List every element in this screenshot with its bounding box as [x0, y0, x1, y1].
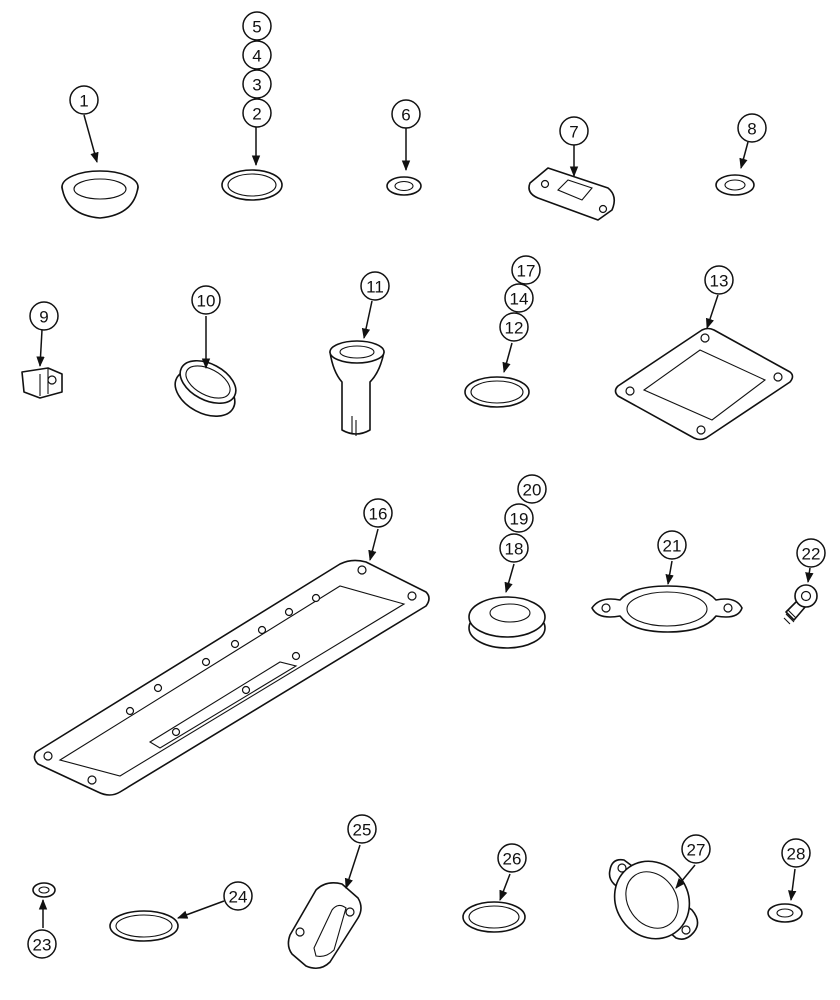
- callout-2: 2: [242, 98, 272, 128]
- callout-27: 27: [681, 834, 711, 864]
- part-23-small-washer: [32, 882, 56, 898]
- svg-text:19: 19: [510, 510, 529, 529]
- svg-text:18: 18: [505, 540, 524, 559]
- callout-3: 3: [242, 69, 272, 99]
- part-16-long-gasket: [33, 559, 430, 796]
- part-6-washer: [386, 176, 422, 196]
- svg-text:6: 6: [401, 106, 410, 125]
- svg-text:12: 12: [505, 319, 524, 338]
- part-26-ring: [462, 901, 526, 933]
- svg-text:11: 11: [366, 278, 384, 297]
- callout-20: 20: [517, 474, 547, 504]
- part-13-square-gasket: [614, 327, 794, 441]
- callout-22: 22: [796, 538, 826, 568]
- svg-text:16: 16: [369, 505, 388, 524]
- svg-text:26: 26: [503, 850, 522, 869]
- callout-6: 6: [391, 99, 421, 129]
- svg-text:8: 8: [747, 120, 756, 139]
- part-12-ring: [464, 376, 530, 408]
- svg-text:10: 10: [197, 292, 216, 311]
- svg-text:23: 23: [33, 936, 52, 955]
- svg-text:28: 28: [787, 845, 806, 864]
- leader-lines: [36, 114, 814, 928]
- part-10-sleeve: [174, 359, 237, 417]
- part-22-banjo-fitting: [783, 584, 818, 625]
- callout-26: 26: [497, 843, 527, 873]
- callout-19: 19: [504, 503, 534, 533]
- callout-7: 7: [559, 116, 589, 146]
- callout-5: 5: [242, 11, 272, 41]
- callout-24: 24: [223, 881, 253, 911]
- callout-25: 25: [347, 814, 377, 844]
- part-8-washer: [715, 174, 755, 196]
- part-1-cup-seal: [61, 170, 139, 219]
- svg-text:7: 7: [569, 123, 578, 142]
- svg-text:5: 5: [252, 18, 261, 37]
- part-24-ring: [109, 910, 179, 942]
- svg-text:1: 1: [79, 92, 88, 111]
- callout-8: 8: [737, 113, 767, 143]
- svg-text:4: 4: [252, 47, 261, 66]
- part-27-round-gasket: [608, 858, 699, 940]
- svg-text:9: 9: [39, 308, 48, 327]
- callout-28: 28: [781, 838, 811, 868]
- svg-text:22: 22: [802, 545, 821, 564]
- part-25-mounting-gasket: [287, 882, 362, 970]
- callout-11: 11: [360, 271, 390, 301]
- svg-text:27: 27: [687, 841, 706, 860]
- callout-1: 1: [69, 85, 99, 115]
- svg-text:25: 25: [353, 821, 372, 840]
- callout-21: 21: [657, 530, 687, 560]
- svg-text:20: 20: [523, 481, 542, 500]
- callout-9: 9: [29, 301, 59, 331]
- svg-text:14: 14: [510, 290, 529, 309]
- svg-text:13: 13: [710, 272, 729, 291]
- callout-16: 16: [363, 498, 393, 528]
- callout-4: 4: [242, 40, 272, 70]
- svg-text:3: 3: [252, 76, 261, 95]
- svg-text:24: 24: [229, 888, 248, 907]
- part-9-clip: [21, 367, 63, 399]
- part-28-washer: [767, 903, 803, 923]
- part-2-ring: [221, 169, 283, 201]
- svg-text:17: 17: [517, 262, 536, 281]
- part-18-thick-washer: [468, 596, 546, 649]
- callout-14: 14: [504, 283, 534, 313]
- callout-23: 23: [27, 929, 57, 959]
- part-11-tube: [329, 340, 385, 436]
- part-21-oval-gasket: [591, 585, 743, 633]
- part-7-flange-gasket: [528, 167, 616, 221]
- callout-17: 17: [511, 255, 541, 285]
- callout-10: 10: [191, 285, 221, 315]
- callout-13: 13: [704, 265, 734, 295]
- callout-18: 18: [499, 533, 529, 563]
- svg-text:2: 2: [252, 105, 261, 124]
- svg-text:21: 21: [663, 537, 682, 556]
- callout-12: 12: [499, 312, 529, 342]
